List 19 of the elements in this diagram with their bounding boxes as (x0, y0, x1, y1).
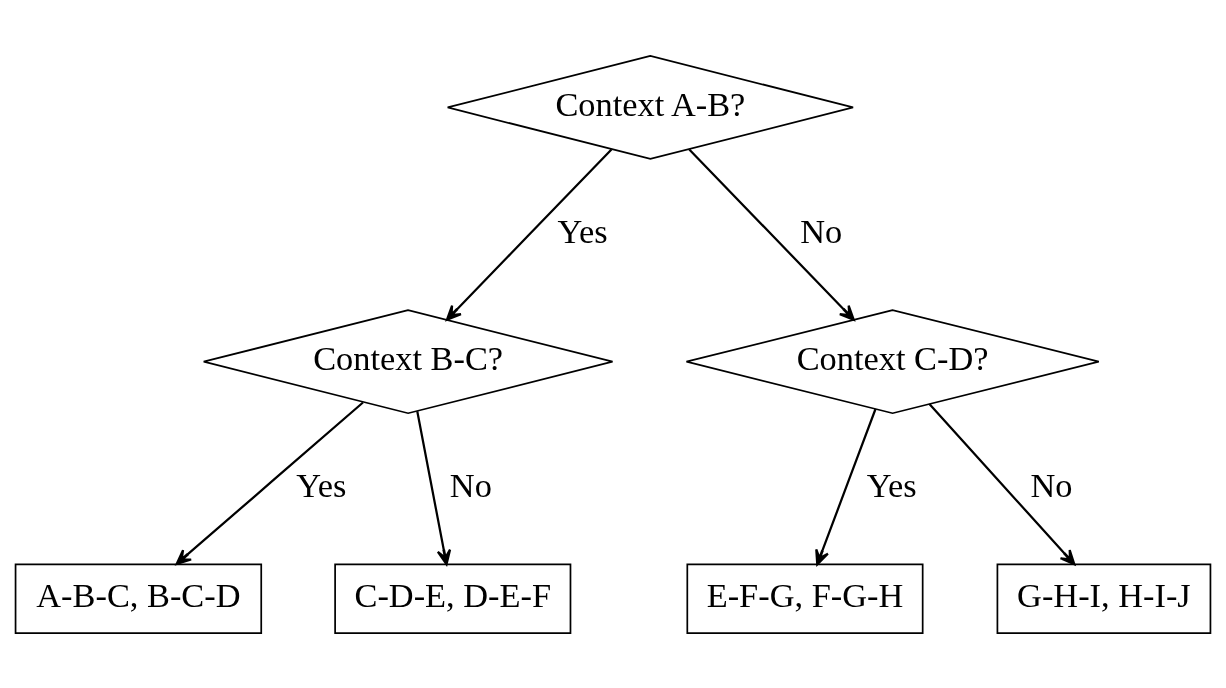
node-box: G-H-I, H-I-J (996, 563, 1212, 634)
edge-label: Yes (866, 465, 917, 504)
node-box: E-F-G, F-G-H (686, 563, 924, 634)
arrow (175, 401, 364, 565)
edge-label: No (800, 211, 843, 250)
edge-label: No (449, 465, 492, 504)
node-diamond: Context C-D? (685, 308, 1100, 414)
arrow (928, 402, 1076, 565)
arrow (688, 148, 855, 321)
node-box: A-B-C, B-C-D (14, 563, 263, 634)
edge-label: No (1030, 465, 1073, 504)
arrow (445, 148, 613, 321)
node-diamond: Context B-C? (202, 308, 614, 414)
node-diamond: Context A-B? (446, 54, 854, 160)
node-box: C-D-E, D-E-F (334, 563, 572, 634)
edge-label: Yes (296, 465, 347, 504)
arrow (416, 410, 452, 565)
arrow (815, 408, 877, 565)
edge-label: Yes (557, 211, 608, 250)
